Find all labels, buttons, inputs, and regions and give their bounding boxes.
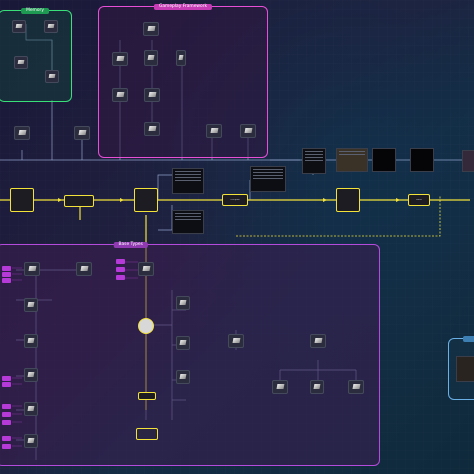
sphere-node[interactable] [138, 318, 154, 334]
unreal-logo-node[interactable] [10, 188, 34, 212]
memory-tile[interactable] [45, 70, 59, 83]
pink-badge[interactable] [2, 376, 11, 381]
right-group-image[interactable] [456, 356, 474, 382]
pink-badge[interactable] [2, 382, 11, 387]
base-type-tile[interactable] [24, 368, 38, 382]
memory-tile[interactable] [44, 20, 58, 33]
pink-badge[interactable] [2, 266, 11, 271]
build-node[interactable] [408, 194, 430, 206]
right-group-title [462, 336, 474, 342]
pink-badge[interactable] [2, 272, 11, 277]
base-type-tile[interactable] [24, 262, 40, 276]
gameplay-tile[interactable] [144, 50, 158, 66]
pink-badge[interactable] [2, 404, 11, 409]
flow-node[interactable] [138, 392, 156, 400]
build-label: Build [416, 199, 422, 201]
base-type-tile[interactable] [176, 370, 190, 384]
base-types-group: Base Types [0, 242, 380, 466]
base-type-tile[interactable] [310, 334, 326, 348]
code-panel[interactable] [172, 210, 204, 234]
code-panel[interactable] [250, 166, 286, 192]
base-type-tile[interactable] [76, 262, 92, 276]
pink-badge[interactable] [2, 412, 11, 417]
base-type-tile[interactable] [24, 434, 38, 448]
unreal-logo-node[interactable] [336, 188, 360, 212]
gameplay-tile[interactable] [144, 122, 160, 136]
module-tile[interactable] [206, 124, 222, 138]
base-type-tile[interactable] [310, 380, 324, 394]
base-type-tile[interactable] [138, 262, 154, 276]
pink-badge[interactable] [2, 420, 11, 425]
base-type-tile[interactable] [176, 296, 190, 310]
base-type-tile[interactable] [24, 402, 38, 416]
pink-badge[interactable] [116, 275, 125, 280]
flow-node[interactable] [64, 195, 94, 207]
pink-badge[interactable] [2, 444, 11, 449]
editor-screenshot[interactable] [410, 148, 434, 172]
pink-badge[interactable] [116, 267, 125, 272]
gameplay-tile[interactable] [144, 88, 160, 102]
pink-badge[interactable] [2, 278, 11, 283]
module-tile[interactable] [14, 126, 30, 140]
unreal-logo-node[interactable] [134, 188, 158, 212]
base-type-tile[interactable] [24, 334, 38, 348]
gameplay-tile[interactable] [176, 50, 186, 66]
gameplay-tile[interactable] [112, 88, 128, 102]
base-types-title: Base Types [113, 242, 148, 248]
code-panel[interactable] [172, 168, 204, 194]
base-type-tile[interactable] [348, 380, 364, 394]
pink-badge[interactable] [2, 436, 11, 441]
memory-tile[interactable] [12, 20, 26, 33]
gameplay-framework-title: Gameplay Framework [153, 4, 213, 10]
module-tile[interactable] [240, 124, 256, 138]
memory-tile[interactable] [14, 56, 28, 69]
pink-badge[interactable] [116, 259, 125, 264]
flow-node[interactable] [136, 428, 158, 440]
module-tile[interactable] [74, 126, 90, 140]
editor-screenshot[interactable] [302, 148, 326, 174]
gameplay-tile[interactable] [143, 22, 159, 36]
editor-screenshot[interactable] [462, 150, 474, 172]
compile-node[interactable] [222, 194, 248, 206]
memory-group: Memory [0, 8, 72, 102]
compile-label: Compile [230, 199, 240, 201]
gameplay-tile[interactable] [112, 52, 128, 66]
base-type-tile[interactable] [176, 336, 190, 350]
base-type-tile[interactable] [228, 334, 244, 348]
memory-group-title: Memory [21, 8, 49, 14]
editor-screenshot[interactable] [336, 148, 368, 172]
dashed-feedback-line [236, 196, 441, 237]
base-type-tile[interactable] [24, 298, 38, 312]
base-type-tile[interactable] [272, 380, 288, 394]
editor-screenshot[interactable] [372, 148, 396, 172]
